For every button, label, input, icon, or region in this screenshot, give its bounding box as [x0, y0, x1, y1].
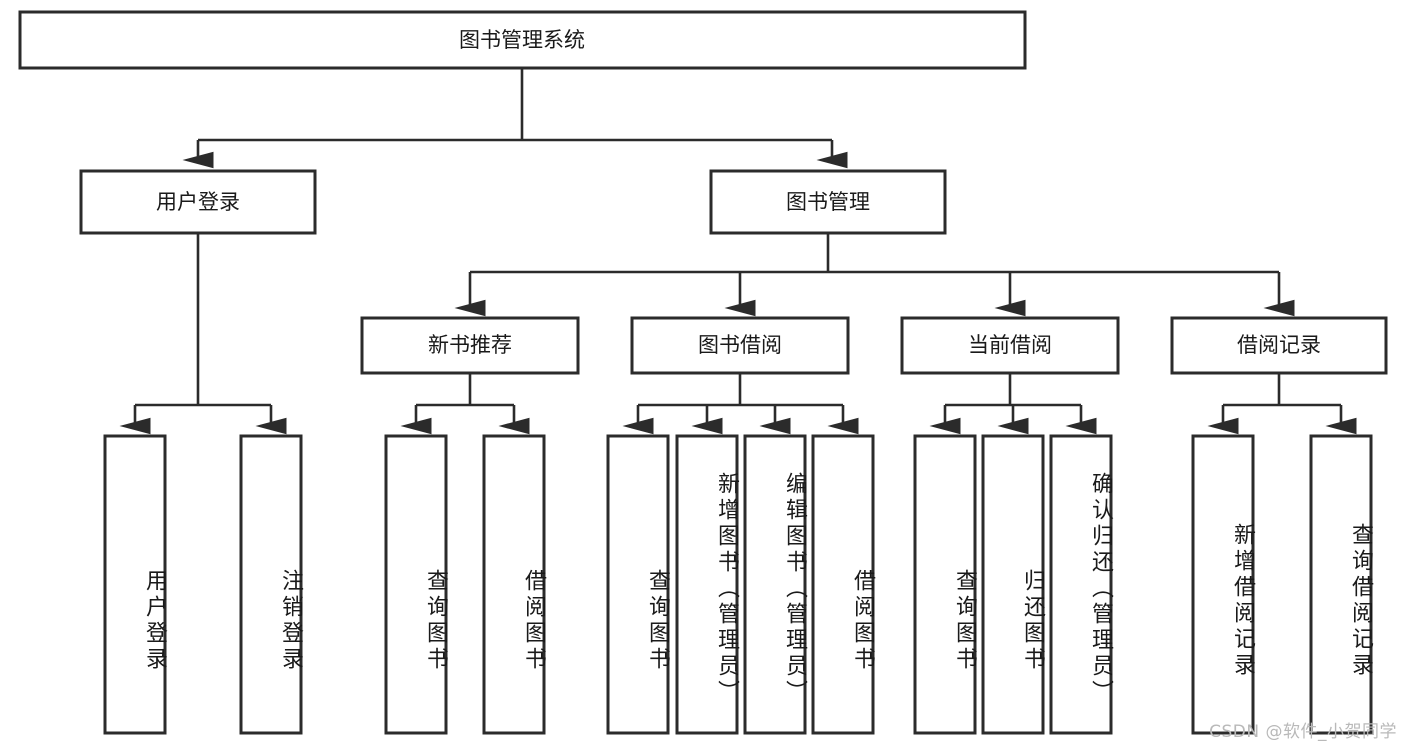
node-book-management-label: 图书管理	[786, 190, 870, 214]
leaf-box[interactable]	[103, 434, 167, 735]
node-user-login[interactable]: 用户登录	[79, 169, 317, 235]
node-borrow-record-label: 借阅记录	[1237, 333, 1321, 357]
leaf-box[interactable]	[1309, 434, 1373, 735]
leaf-box[interactable]	[1191, 434, 1255, 735]
node-user-login-label: 用户登录	[156, 190, 240, 214]
node-root[interactable]: 图书管理系统	[18, 10, 1027, 70]
leaf-box[interactable]	[675, 434, 739, 735]
connector-root-to-level2	[182, 68, 848, 169]
connector-new-book-to-leaves	[400, 373, 530, 435]
leaf-box[interactable]	[1049, 434, 1113, 735]
connector-current-borrow-to-leaves	[929, 373, 1097, 435]
watermark-text: CSDN @软件_小贺同学	[1209, 722, 1397, 742]
leaf-box[interactable]	[606, 434, 670, 735]
leaf-box[interactable]	[384, 434, 448, 735]
node-book-management[interactable]: 图书管理	[709, 169, 947, 235]
node-new-book-recommend[interactable]: 新书推荐	[360, 316, 580, 375]
connector-user-login-to-leaves	[119, 233, 287, 435]
node-current-borrow[interactable]: 当前借阅	[900, 316, 1120, 375]
node-book-borrow-label: 图书借阅	[698, 333, 782, 357]
leaf-box[interactable]	[743, 434, 807, 735]
node-book-borrow[interactable]: 图书借阅	[630, 316, 850, 375]
node-current-borrow-label: 当前借阅	[968, 333, 1052, 357]
leaf-box[interactable]	[913, 434, 977, 735]
leaf-box[interactable]	[981, 434, 1045, 735]
node-borrow-record[interactable]: 借阅记录	[1170, 316, 1388, 375]
connector-book-mgmt-to-level3	[454, 233, 1295, 317]
leaf-box[interactable]	[811, 434, 875, 735]
connector-borrow-record-to-leaves	[1207, 373, 1357, 435]
node-root-label: 图书管理系统	[459, 28, 585, 52]
connector-book-borrow-to-leaves	[622, 373, 859, 435]
leaf-box[interactable]	[482, 434, 546, 735]
node-new-book-recommend-label: 新书推荐	[428, 333, 512, 357]
leaf-box[interactable]	[239, 434, 303, 735]
